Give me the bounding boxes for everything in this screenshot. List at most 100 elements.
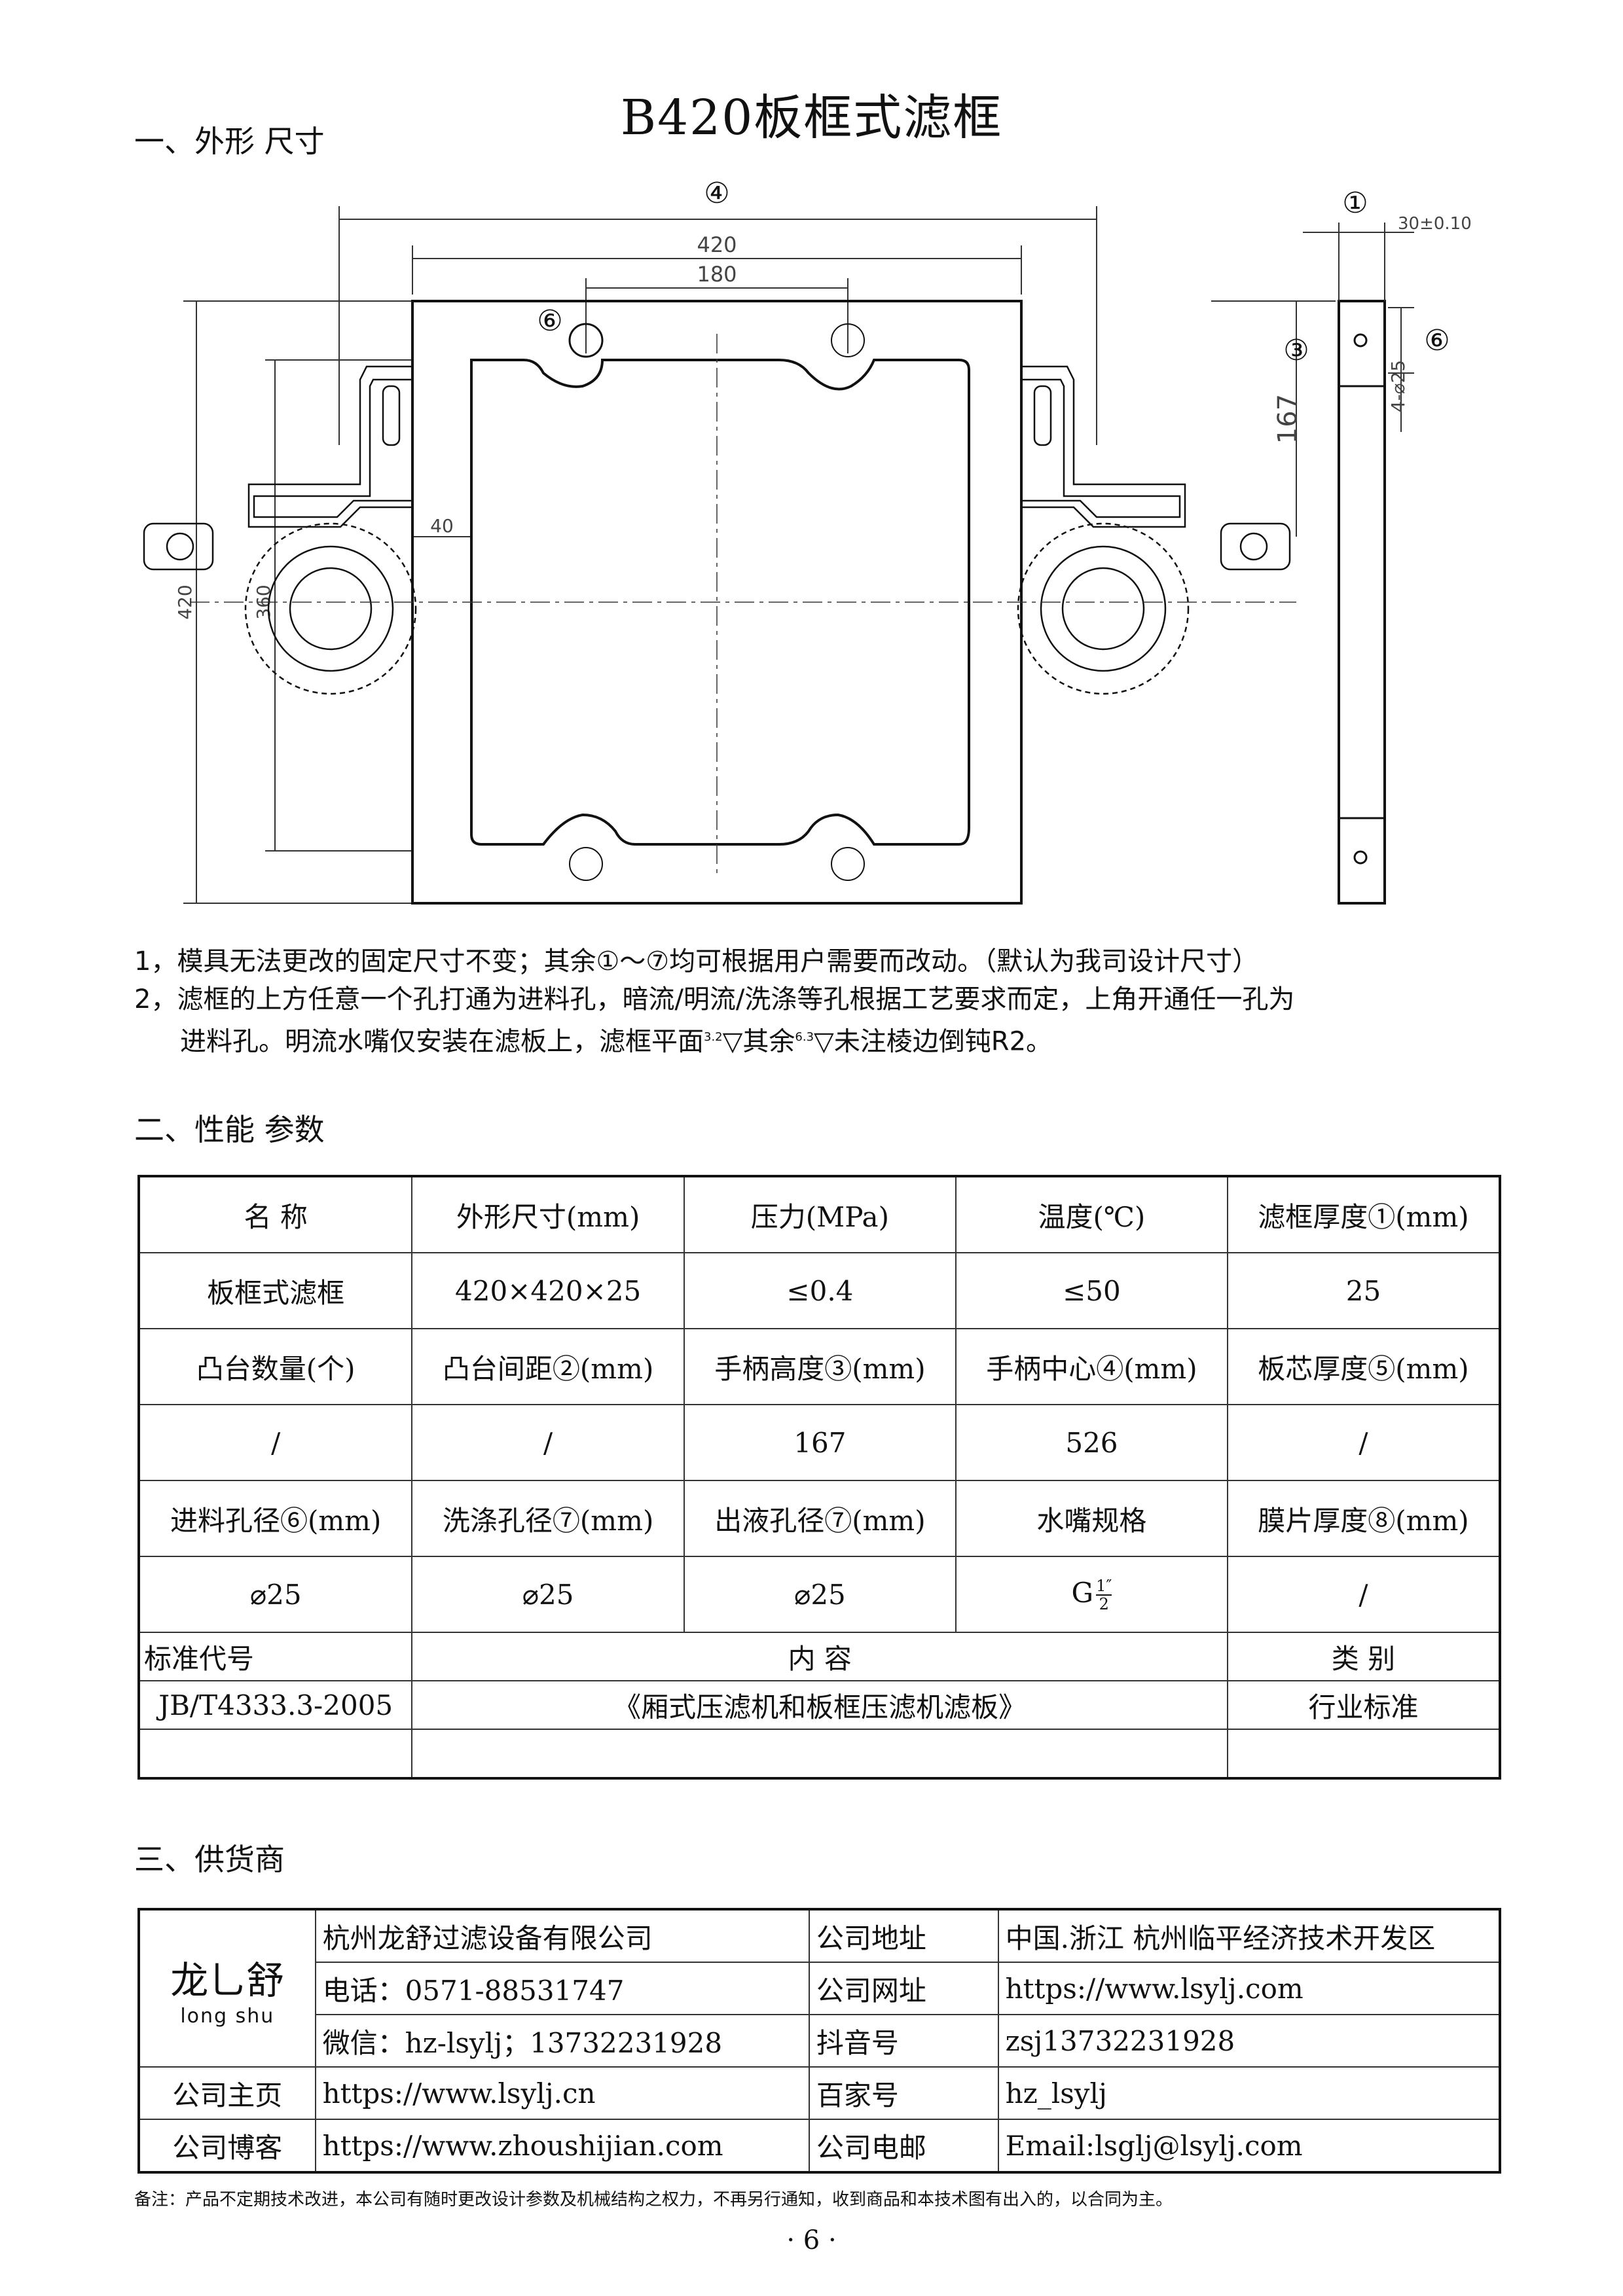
dim-167-label: 167 (1273, 394, 1303, 444)
table-cell: / (411, 1404, 685, 1481)
table-cell: 洗涤孔径⑦(mm) (411, 1480, 685, 1557)
page-number: · 6 · (786, 2225, 837, 2255)
table-row: 标准代号 内 容 类 别 (137, 1632, 1501, 1681)
table-cell: ⌀25 (137, 1556, 413, 1633)
table-cell: ≤0.4 (683, 1252, 957, 1329)
table-row: 公司博客 https://www.zhoushijian.com 公司电邮 Em… (138, 2119, 1501, 2173)
table-cell: 滤框厚度①(mm) (1226, 1175, 1501, 1253)
table-cell: 凸台间距②(mm) (411, 1328, 685, 1405)
roughness-1: 3.2 (704, 1030, 723, 1044)
handle-height-marker: ③ (1283, 334, 1309, 367)
table-cell: 名 称 (137, 1175, 413, 1253)
table-cell: 类 别 (1226, 1632, 1501, 1681)
right-handle (1017, 365, 1291, 695)
note-1: 1，模具无法更改的固定尺寸不变；其余①～⑦均可根据用户需要而改动。（默认为我司设… (134, 946, 1259, 977)
table-row: 公司主页 https://www.lsylj.cn 百家号 hz_lsylj (138, 2066, 1501, 2120)
table-cell: 标准代号 (137, 1632, 413, 1681)
table-cell: / (137, 1404, 413, 1481)
table-cell: 出液孔径⑦(mm) (683, 1480, 957, 1557)
table-cell: / (1226, 1404, 1501, 1481)
section-heading-parameters: 二、性能 参数 (134, 1112, 325, 1147)
table-cell: 水嘴规格 (955, 1480, 1228, 1557)
table-row: JB/T4333.3-2005 《厢式压滤机和板框压滤机滤板》 行业标准 (137, 1680, 1501, 1730)
table-row: 微信：hz-lsylj；13732231928 抖音号 zsj137322319… (139, 2014, 1501, 2068)
table-row: 凸台数量(个) 凸台间距②(mm) 手柄高度③(mm) 手柄中心④(mm) 板芯… (137, 1328, 1501, 1405)
center-lines (190, 334, 1296, 877)
section-heading-dimensions: 一、外形 尺寸 (134, 124, 325, 159)
company-logo: 龙乚舒 long shu (138, 1909, 316, 2068)
table-cell: 膜片厚度⑧(mm) (1226, 1480, 1501, 1557)
left-handle (143, 365, 417, 695)
table-cell: 凸台数量(个) (137, 1328, 413, 1405)
table-cell: 420×420×25 (411, 1252, 685, 1329)
frame-inner-opening (470, 359, 970, 846)
table-cell: 抖音号 (808, 2014, 999, 2068)
feed-hole (568, 323, 604, 358)
table-cell: 进料孔径⑥(mm) (137, 1480, 413, 1557)
table-cell: 温度(℃) (955, 1175, 1228, 1253)
table-cell: 板框式滤框 (137, 1252, 413, 1329)
table-cell: JB/T4333.3-2005 (137, 1680, 413, 1730)
roughness-2: 6.3 (795, 1030, 814, 1044)
table-cell: 167 (683, 1404, 957, 1481)
table-cell: ⌀25 (683, 1556, 957, 1633)
table-row: 龙乚舒 long shu 杭州龙舒过滤设备有限公司 公司地址 中国.浙江 杭州临… (138, 1909, 1501, 2068)
parameter-table: 名 称 外形尺寸(mm) 压力(MPa) 温度(℃) 滤框厚度①(mm) 板框式… (137, 1175, 1501, 1780)
table-cell: 内 容 (411, 1632, 1228, 1681)
table-cell: 《厢式压滤机和板框压滤机滤板》 (411, 1680, 1228, 1730)
dim-420-label: 420 (697, 232, 737, 257)
company-website-link[interactable]: https://www.lsylj.com (997, 1962, 1501, 2015)
frame-technical-drawing: ④ 420 180 40 420 360 ⑥ (143, 177, 1472, 905)
section-heading-supplier: 三、供货商 (134, 1842, 285, 1877)
company-douyin: zsj13732231928 (997, 2014, 1501, 2068)
dim-180-label: 180 (697, 262, 737, 287)
company-address: 中国.浙江 杭州临平经济技术开发区 (997, 1909, 1501, 1963)
company-name: 杭州龙舒过滤设备有限公司 (314, 1909, 810, 1963)
side-view (1211, 223, 1414, 905)
table-cell: 手柄高度③(mm) (683, 1328, 957, 1405)
table-cell: 行业标准 (1226, 1680, 1501, 1730)
supplier-table: 龙乚舒 long shu 杭州龙舒过滤设备有限公司 公司地址 中国.浙江 杭州临… (137, 1908, 1501, 2174)
table-cell: 压力(MPa) (683, 1175, 957, 1253)
note-2: 2，滤框的上方任意一个孔打通为进料孔，暗流/明流/洗涤等孔根据工艺要求而定，上角… (134, 984, 1295, 1014)
company-phone: 电话：0571-88531747 (314, 1962, 810, 2015)
table-cell: 公司地址 (808, 1909, 999, 1963)
note-3: 进料孔。明流水嘴仅安装在滤板上，滤框平面3.2▽其余6.3▽未注棱边倒钝R2。 (180, 1026, 1053, 1057)
company-email-link[interactable]: Email:lsglj@lsylj.com (997, 2119, 1501, 2173)
table-cell: 公司电邮 (808, 2119, 999, 2173)
table-cell: 公司博客 (138, 2119, 316, 2173)
notes: 1，模具无法更改的固定尺寸不变；其余①～⑦均可根据用户需要而改动。（默认为我司设… (134, 942, 1294, 1060)
dim-total-marker: ④ (704, 177, 729, 210)
table-cell: 百家号 (808, 2066, 999, 2120)
company-baijia: hz_lsylj (997, 2066, 1501, 2120)
footnote: 备注：产品不定期技术改进，本公司有随时更改设计参数及机械结构之权力，不再另行通知… (134, 2190, 1173, 2210)
company-blog-link[interactable]: https://www.zhoushijian.com (314, 2119, 810, 2173)
table-cell: 手柄中心④(mm) (955, 1328, 1228, 1405)
page-title: B420板框式滤框 (620, 90, 1003, 146)
table-cell: 板芯厚度⑤(mm) (1226, 1328, 1501, 1405)
table-row: 板框式滤框 420×420×25 ≤0.4 ≤50 25 (137, 1252, 1501, 1329)
table-row: / / 167 526 / (137, 1404, 1501, 1481)
table-cell: 公司网址 (808, 1962, 999, 2015)
side-marker-1: ① (1342, 187, 1368, 220)
table-row: 电话：0571-88531747 公司网址 https://www.lsylj.… (139, 1962, 1501, 2015)
table-row: 进料孔径⑥(mm) 洗涤孔径⑦(mm) 出液孔径⑦(mm) 水嘴规格 膜片厚度⑧… (137, 1480, 1501, 1557)
table-cell: ⌀25 (411, 1556, 685, 1633)
table-cell: 25 (1226, 1252, 1501, 1329)
dim-hole-label: 4-⌀25 (1387, 360, 1409, 412)
company-wechat: 微信：hz-lsylj；13732231928 (314, 2014, 810, 2068)
table-cell: ≤50 (955, 1252, 1228, 1329)
dimension-lines (183, 206, 1097, 904)
company-homepage-link[interactable]: https://www.lsylj.cn (314, 2066, 810, 2120)
side-tolerance: 30±0.10 (1398, 214, 1472, 234)
table-cell: 公司主页 (138, 2066, 316, 2120)
feed-hole-marker: ⑥ (537, 304, 562, 338)
table-cell: 526 (955, 1404, 1228, 1481)
table-cell: 外形尺寸(mm) (411, 1175, 685, 1253)
nozzle-fraction: 1″2 (1096, 1576, 1112, 1613)
side-marker-6: ⑥ (1424, 324, 1450, 357)
table-cell: / (1226, 1556, 1501, 1633)
table-row (137, 1729, 1501, 1779)
